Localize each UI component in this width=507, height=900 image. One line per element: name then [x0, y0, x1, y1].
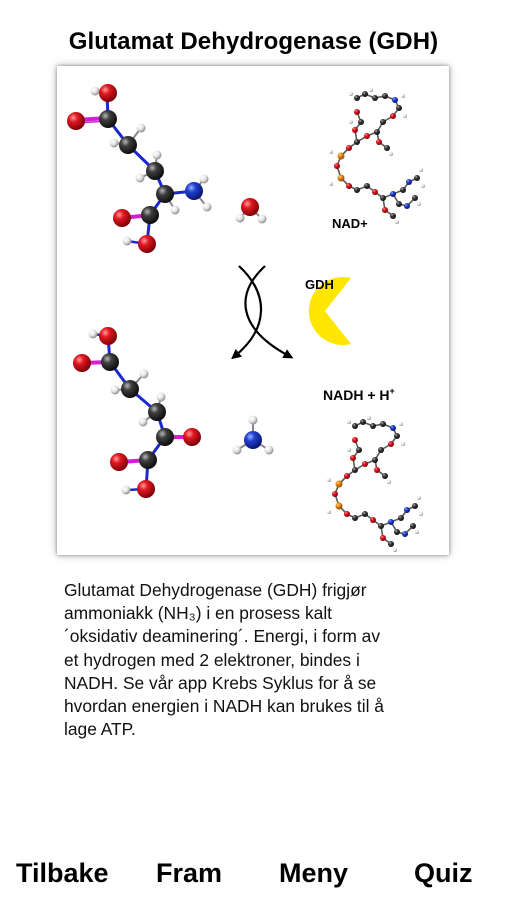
- alpha-ketoglutarate-molecule: [73, 327, 201, 498]
- quiz-button[interactable]: Quiz: [414, 858, 473, 888]
- description-line: hvordan energien i NADH kan brukes til å: [64, 696, 384, 717]
- description-line: Glutamat Dehydrogenase (GDH) frigjør: [64, 580, 367, 600]
- back-button[interactable]: Tilbake: [16, 858, 109, 888]
- menu-button[interactable]: Meny: [279, 858, 349, 888]
- reaction-arrows: [231, 265, 294, 360]
- nad-label: NAD+: [332, 216, 368, 231]
- nad-molecule: [329, 88, 425, 224]
- reaction-illustration: NAD+ GDH: [57, 66, 449, 555]
- description-line: ´oksidativ deaminering´. Energi, i form …: [64, 626, 381, 647]
- gdh-enzyme: [308, 277, 351, 345]
- description-line: et hydrogen med 2 elektroner, bindes i: [64, 649, 360, 670]
- nadh-molecule: [327, 416, 423, 552]
- nadh-label: NADH + H+: [323, 386, 395, 403]
- glutamate-molecule: [67, 84, 212, 253]
- nadh-atoms: [327, 416, 423, 552]
- description-line: lage ATP.: [64, 719, 136, 740]
- description-text: Glutamat Dehydrogenase (GDH) frigjør amm…: [64, 579, 454, 741]
- description-line: ammoniakk (NH₃) i en prosess kalt: [64, 603, 333, 624]
- bottom-navigation: Tilbake Fram Meny Quiz: [0, 858, 507, 898]
- description-line: NADH. Se vår app Krebs Syklus for å se: [64, 672, 377, 693]
- reaction-diagram: NAD+ GDH: [67, 84, 425, 552]
- page-title: Glutamat Dehydrogenase (GDH): [68, 28, 439, 55]
- water-molecule: [235, 198, 267, 224]
- next-button[interactable]: Fram: [156, 858, 223, 888]
- nad-atoms: [329, 88, 425, 224]
- ammonia-molecule: [232, 415, 274, 455]
- gdh-label: GDH: [305, 277, 334, 292]
